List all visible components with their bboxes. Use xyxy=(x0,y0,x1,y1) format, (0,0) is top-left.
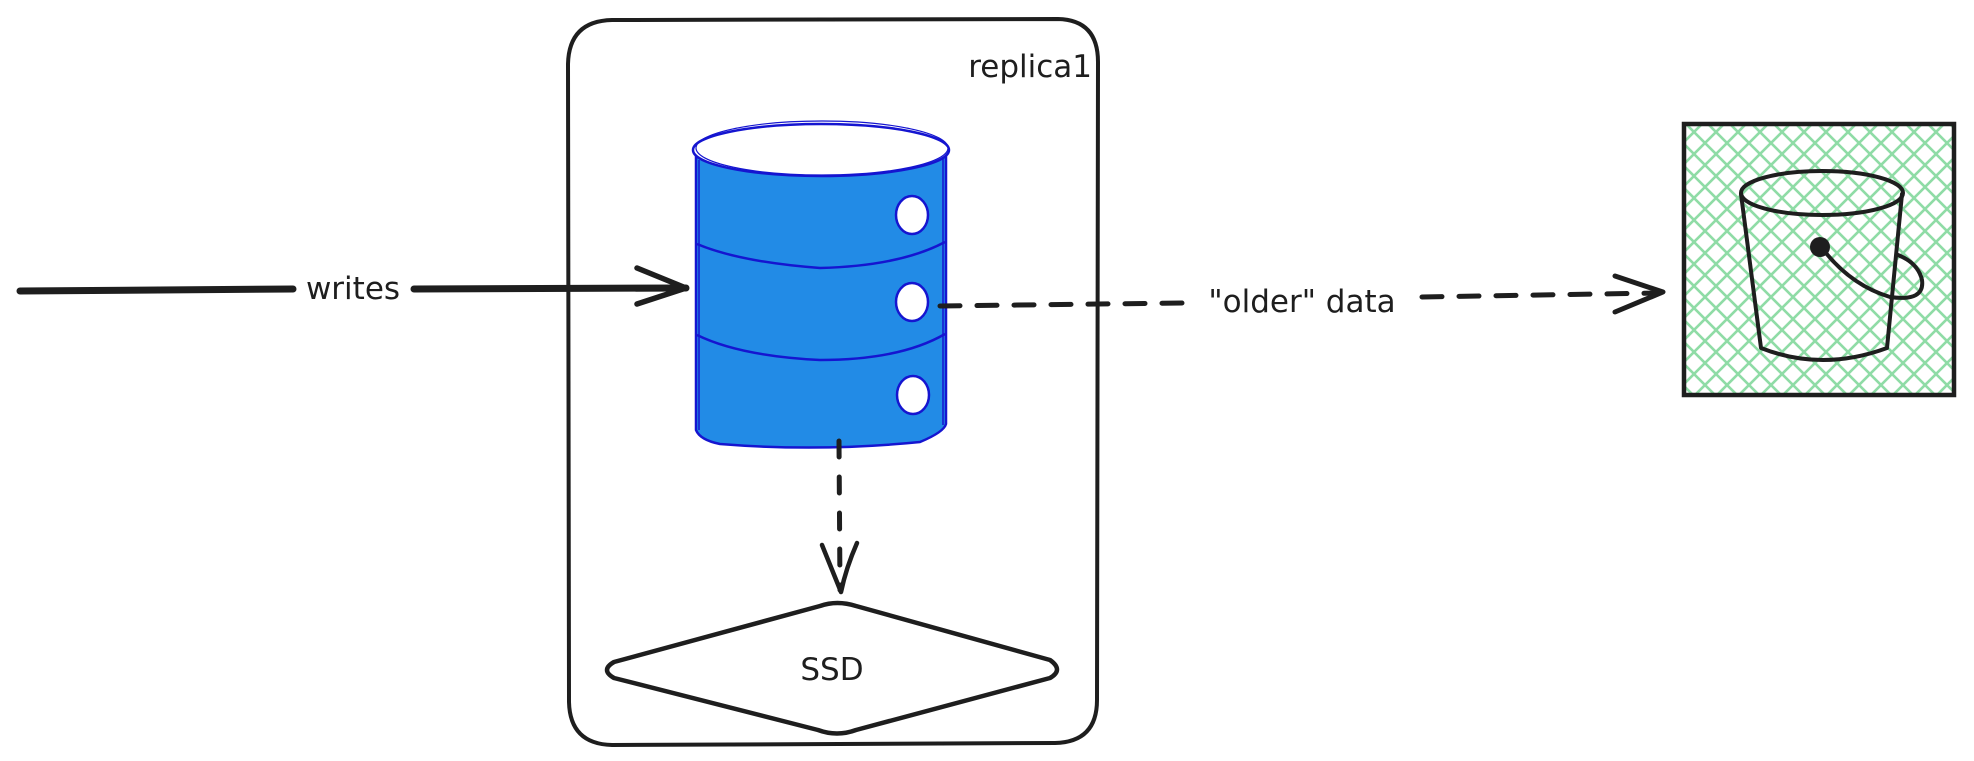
persist-arrow[interactable] xyxy=(819,438,860,595)
persist-arrowhead xyxy=(819,540,860,595)
ssd-node[interactable]: SSD xyxy=(604,600,1060,736)
replica-container[interactable]: replica1 xyxy=(566,17,1100,747)
older-data-line-right xyxy=(1419,290,1663,300)
disk-indicator-3 xyxy=(895,374,931,416)
persist-line xyxy=(836,438,843,593)
bucket-box xyxy=(1681,121,1957,398)
bucket-icon xyxy=(1739,169,1925,362)
bucket-node[interactable] xyxy=(1681,121,1957,398)
writes-arrowhead xyxy=(634,265,689,307)
older-data-label: "older" data xyxy=(1208,284,1395,320)
database-top xyxy=(691,122,951,178)
database-band-2 xyxy=(696,332,946,362)
disk-indicator-1 xyxy=(894,194,930,236)
older-data-arrowhead xyxy=(1612,273,1666,315)
writes-label: writes xyxy=(306,271,400,307)
disk-indicator-2 xyxy=(894,281,930,323)
writes-line-left xyxy=(16,285,297,295)
database-band-1 xyxy=(696,240,946,270)
writes-arrow[interactable]: writes xyxy=(16,265,690,307)
older-data-line-left xyxy=(937,300,1185,309)
database-icon[interactable] xyxy=(691,120,951,449)
replica-label: replica1 xyxy=(968,49,1092,85)
older-data-arrow[interactable]: "older" data xyxy=(937,273,1666,320)
ssd-label: SSD xyxy=(800,652,863,688)
writes-line-right xyxy=(410,284,690,293)
